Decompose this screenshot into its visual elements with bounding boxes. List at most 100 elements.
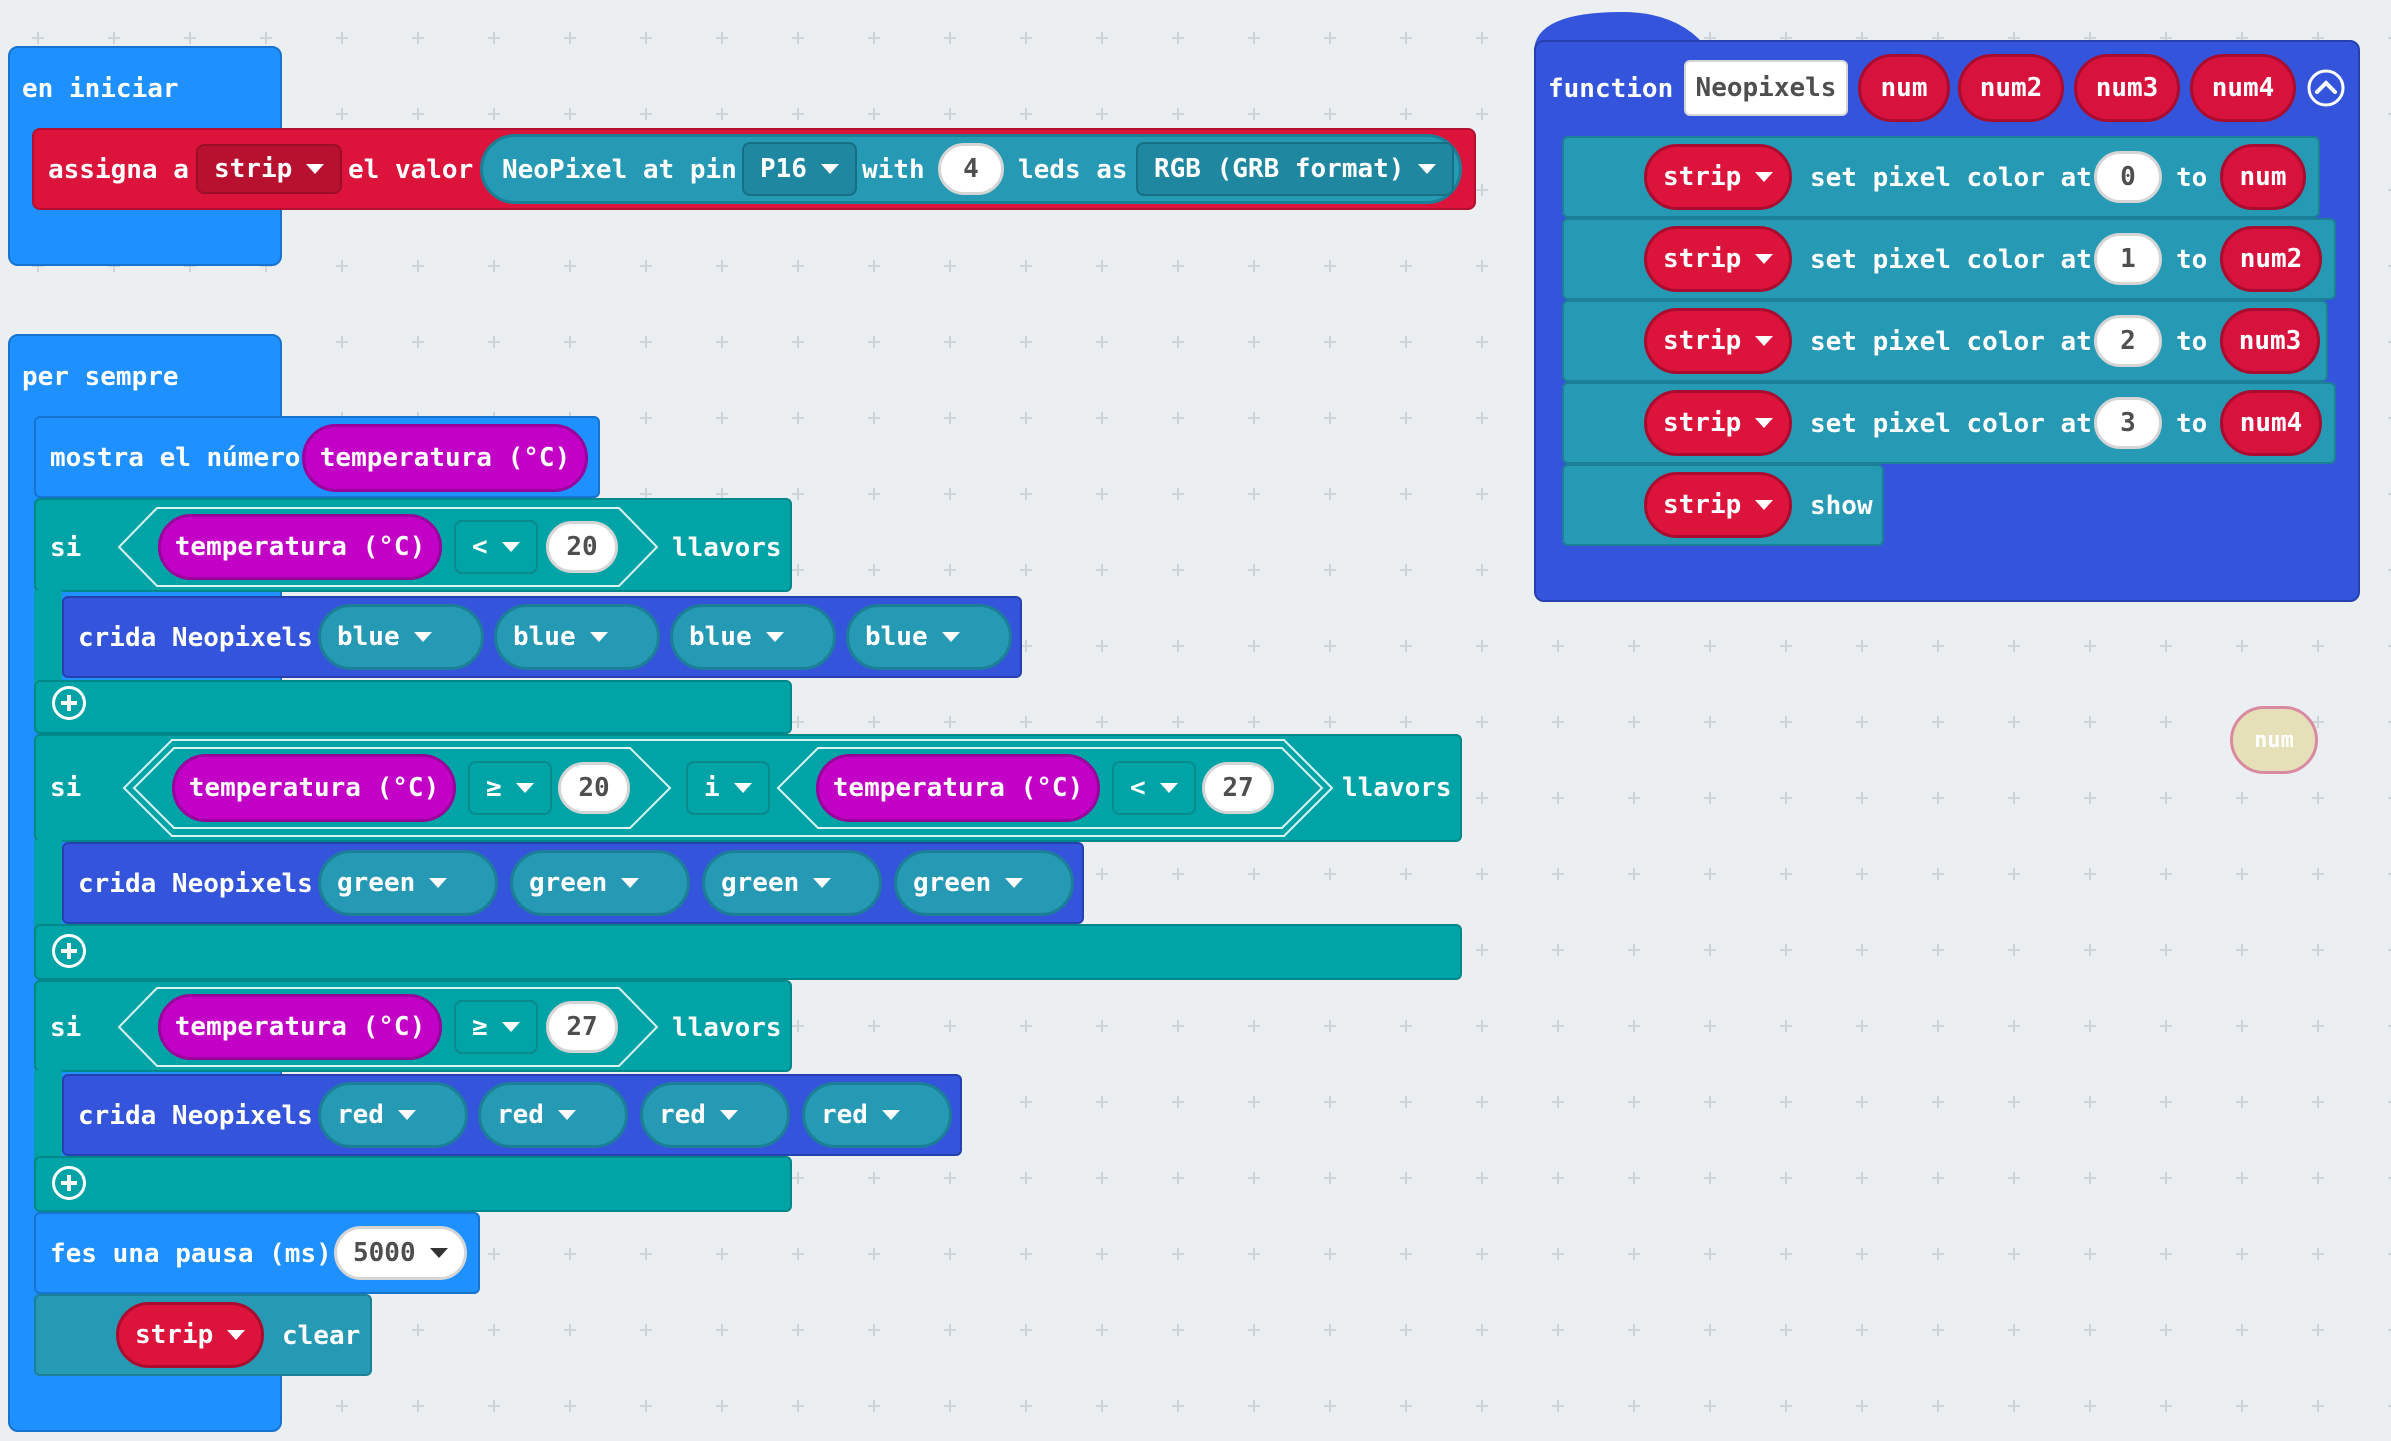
- assign-variable-label: strip: [214, 154, 293, 184]
- mode-dropdown[interactable]: RGB (GRB format): [1136, 142, 1455, 196]
- arg-pill[interactable]: red: [640, 1082, 790, 1148]
- color-dropdown-value: blue: [865, 622, 928, 652]
- strip-variable-label: strip: [1663, 408, 1742, 438]
- param-num2[interactable]: num2: [1958, 54, 2064, 122]
- chevron-down-icon: [397, 1110, 416, 1120]
- arg-pill[interactable]: red: [802, 1082, 952, 1148]
- color-param-reporter[interactable]: num4: [2220, 390, 2322, 456]
- arg-pill[interactable]: blue: [670, 604, 836, 670]
- chevron-down-icon: [501, 542, 520, 552]
- strip-variable-dropdown[interactable]: strip: [1644, 226, 1793, 292]
- neopixel-at-pin-label: NeoPixel at pin: [502, 155, 737, 185]
- compare-value: 27: [1222, 773, 1254, 803]
- chevron-down-icon: [719, 1110, 738, 1120]
- temperature-label: temperatura (°C): [174, 1012, 426, 1042]
- compare-value: 20: [578, 773, 610, 803]
- compare-value-input[interactable]: 27: [546, 1001, 618, 1053]
- chevron-down-icon: [501, 1022, 520, 1032]
- chevron-down-icon: [1755, 254, 1774, 264]
- operator-dropdown[interactable]: ≥: [468, 761, 552, 815]
- color-param-label: num3: [2238, 326, 2302, 356]
- strip-variable-dropdown[interactable]: strip: [1644, 390, 1793, 456]
- chevron-down-icon: [306, 164, 325, 174]
- add-else-icon[interactable]: [52, 1166, 86, 1200]
- if-block-1-spine: [34, 590, 62, 686]
- add-else-icon[interactable]: [52, 934, 86, 968]
- arg-pill[interactable]: green: [510, 850, 690, 916]
- arg-pill[interactable]: green: [894, 850, 1074, 916]
- chevron-down-icon: [413, 632, 432, 642]
- compare-value-input[interactable]: 27: [1202, 762, 1274, 814]
- clear-label: clear: [282, 1321, 361, 1351]
- collapse-icon[interactable]: [2306, 68, 2346, 108]
- pixel-index-input[interactable]: 3: [2094, 397, 2162, 449]
- strip-variable-dropdown[interactable]: strip: [1644, 472, 1793, 538]
- color-dropdown-value: blue: [513, 622, 576, 652]
- logic-dropdown[interactable]: i: [686, 761, 770, 815]
- temperature-reporter[interactable]: temperatura (°C): [302, 424, 588, 492]
- pixel-index-input[interactable]: 2: [2094, 315, 2162, 367]
- compare-value-input[interactable]: 20: [558, 762, 630, 814]
- assign-variable-dropdown[interactable]: strip: [196, 144, 343, 194]
- chevron-down-icon: [621, 878, 640, 888]
- set-pixel-label: set pixel color at: [1810, 327, 2092, 357]
- arg-pill[interactable]: green: [318, 850, 498, 916]
- compare-value-input[interactable]: 20: [546, 521, 618, 573]
- strip-variable-dropdown[interactable]: strip: [1644, 144, 1793, 210]
- temperature-label: temperatura (°C): [188, 773, 440, 803]
- function-label: function: [1548, 74, 1674, 104]
- pixel-index-input[interactable]: 1: [2094, 233, 2162, 285]
- param-num[interactable]: num: [1858, 54, 1950, 122]
- chevron-down-icon: [429, 1248, 448, 1258]
- chevron-down-icon: [820, 164, 839, 174]
- temperature-reporter[interactable]: temperatura (°C): [172, 754, 456, 822]
- function-name-field[interactable]: Neopixels: [1684, 60, 1848, 116]
- color-dropdown-value: red: [821, 1100, 868, 1130]
- floating-num-reporter[interactable]: num: [2230, 706, 2318, 774]
- operator-dropdown[interactable]: <: [454, 520, 538, 574]
- operator-dropdown[interactable]: <: [1112, 761, 1196, 815]
- arg-pill[interactable]: blue: [494, 604, 660, 670]
- add-else-icon[interactable]: [52, 686, 86, 720]
- arg-pill[interactable]: red: [318, 1082, 468, 1148]
- chevron-down-icon: [1159, 783, 1178, 793]
- set-pixel-label: set pixel color at: [1810, 409, 2092, 439]
- arg-pill[interactable]: red: [478, 1082, 628, 1148]
- if-block-3-footer: [34, 1156, 792, 1212]
- pin-dropdown[interactable]: P16: [742, 142, 857, 196]
- leds-as-label: leds as: [1018, 155, 1128, 185]
- pause-duration-value: 5000: [353, 1238, 416, 1268]
- forever-label: per sempre: [22, 362, 179, 392]
- strip-variable-dropdown[interactable]: strip: [116, 1302, 265, 1368]
- color-param-reporter[interactable]: num: [2220, 144, 2306, 210]
- chevron-down-icon: [881, 1110, 900, 1120]
- param-label: num4: [2211, 73, 2275, 103]
- mode-value: RGB (GRB format): [1154, 154, 1405, 184]
- logic-value: i: [704, 773, 720, 803]
- leds-count-input[interactable]: 4: [938, 143, 1004, 195]
- color-param-reporter[interactable]: num2: [2220, 226, 2322, 292]
- pixel-index-input[interactable]: 0: [2094, 151, 2162, 203]
- color-param-label: num4: [2239, 408, 2303, 438]
- param-num4[interactable]: num4: [2190, 54, 2296, 122]
- chevron-down-icon: [589, 632, 608, 642]
- pin-value: P16: [760, 154, 807, 184]
- if-label: si: [50, 533, 82, 563]
- arg-pill[interactable]: blue: [318, 604, 484, 670]
- pause-duration-dropdown[interactable]: 5000: [334, 1226, 467, 1280]
- operator-dropdown[interactable]: ≥: [454, 1000, 538, 1054]
- color-dropdown-value: blue: [337, 622, 400, 652]
- pixel-index-value: 3: [2120, 408, 2136, 438]
- temperature-reporter[interactable]: temperatura (°C): [158, 514, 442, 580]
- param-num3[interactable]: num3: [2074, 54, 2180, 122]
- call-label: crida Neopixels: [78, 623, 313, 653]
- color-dropdown-value: green: [913, 868, 992, 898]
- then-label: llavors: [1342, 773, 1452, 803]
- strip-variable-dropdown[interactable]: strip: [1644, 308, 1793, 374]
- temperature-reporter[interactable]: temperatura (°C): [158, 994, 442, 1060]
- arg-pill[interactable]: green: [702, 850, 882, 916]
- temperature-reporter[interactable]: temperatura (°C): [816, 754, 1100, 822]
- color-param-reporter[interactable]: num3: [2220, 308, 2320, 374]
- arg-pill[interactable]: blue: [846, 604, 1012, 670]
- color-dropdown-value: red: [659, 1100, 706, 1130]
